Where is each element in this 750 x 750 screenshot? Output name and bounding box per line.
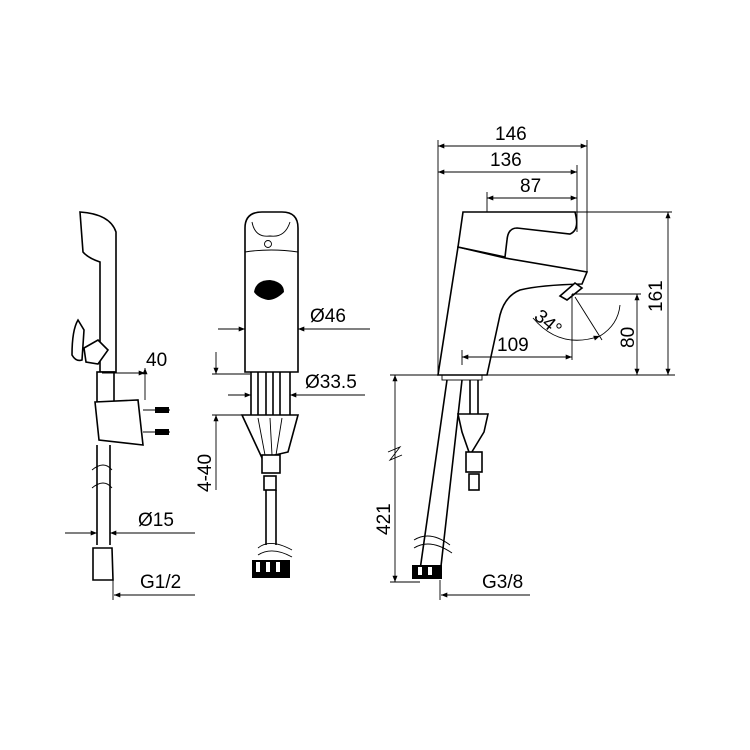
dim-421: 421 [374, 503, 395, 535]
dim-deck-4-40: 4-40 [195, 454, 216, 492]
dim-87: 87 [520, 176, 541, 197]
dim-109: 109 [497, 335, 529, 356]
dim-136: 136 [490, 150, 522, 171]
dim-diameter-15: Ø15 [138, 510, 174, 531]
dim-161: 161 [646, 280, 667, 312]
hand-shower-side-view: 40 Ø15 G1/2 [65, 211, 195, 600]
dim-146: 146 [495, 124, 527, 145]
dim-angle-34: 34° [530, 306, 566, 341]
dim-thread-g38: G3/8 [482, 572, 523, 593]
dim-40: 40 [146, 350, 167, 371]
dim-80: 80 [618, 327, 639, 348]
faucet-front-view: Ø46 Ø33.5 4-40 [195, 211, 370, 578]
dim-diameter-46: Ø46 [310, 306, 346, 327]
dim-thread-g12: G1/2 [140, 572, 181, 593]
dim-diameter-33-5: Ø33.5 [305, 372, 357, 393]
faucet-profile-view: 146 136 87 161 80 109 34° 421 G3/8 [374, 124, 675, 600]
